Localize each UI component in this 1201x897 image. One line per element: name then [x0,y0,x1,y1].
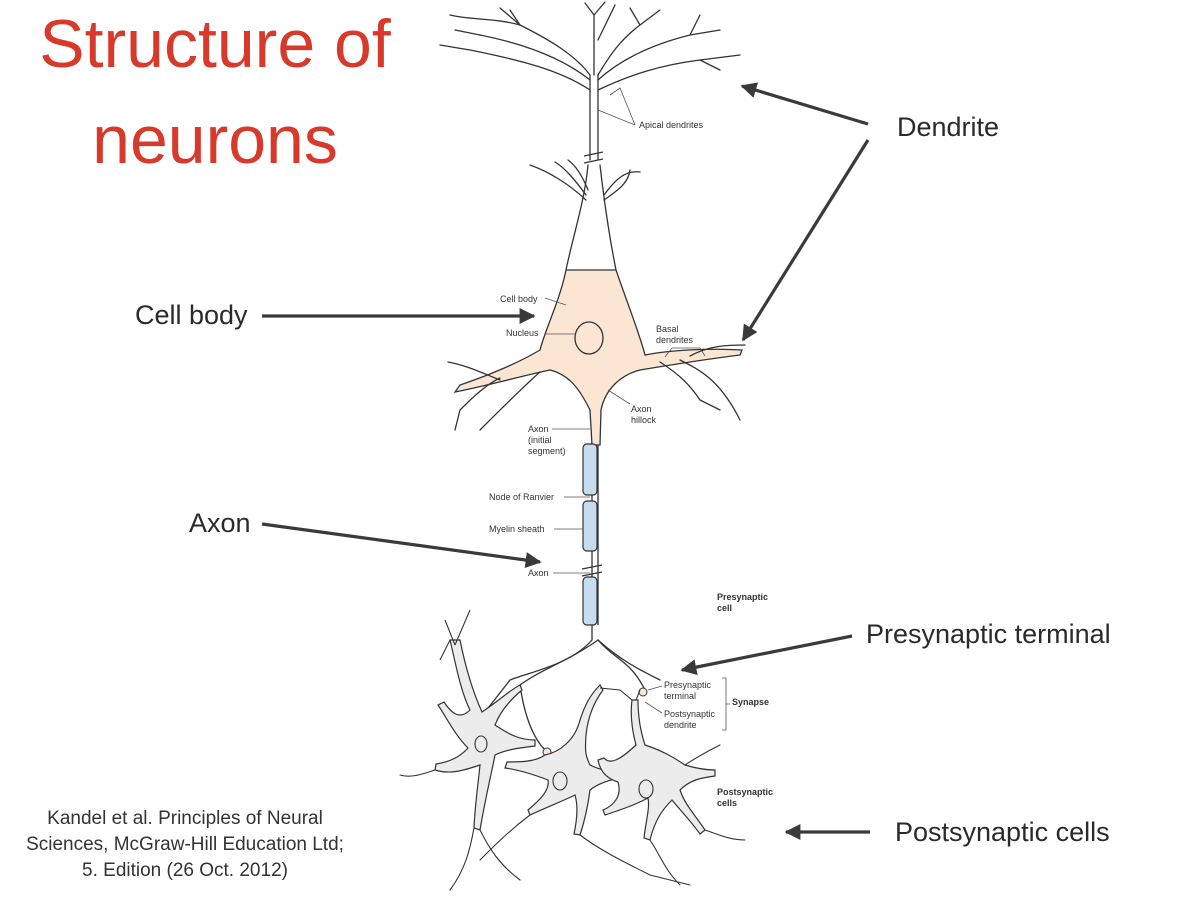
axon-hillock-annotation-1: Axon [631,404,652,414]
postsyn-dendrite-annotation-2: dendrite [664,720,697,730]
cell-body-leader [544,297,567,306]
basal-dendrites-leader [664,347,706,358]
citation-line-2: Sciences, McGraw-Hill Education Ltd; [26,834,344,855]
nucleus-annotation: Nucleus [506,328,539,338]
axon-initial-annotation-2: (initial [528,435,552,445]
presyn-terminal-leader [647,685,663,691]
postsyn-dendrite-leader [644,701,663,714]
pointer-arrows [261,82,870,840]
postsynaptic-cells-annotation-2: cells [717,798,737,808]
basal-dendrites [447,344,746,431]
apical-dendrites-annotation: Apical dendrites [639,120,704,130]
presyn-terminal-annotation-2: terminal [664,691,696,701]
presyn-terminal-annotation-1: Presynaptic [664,680,712,690]
nucleus [574,321,604,355]
presynaptic-terminal-label: Presynaptic terminal [866,619,1111,649]
axon-initial-annotation-1: Axon [528,424,549,434]
citation: Kandel et al. Principles of Neural Scien… [0,806,370,884]
apical-break-mark [583,151,604,164]
myelin-sheath-annotation: Myelin sheath [489,524,545,534]
dendrite-arrow-apical [740,82,869,126]
axon-hillock-leader [607,389,631,405]
postsynaptic-cell-1 [434,609,536,831]
axon-hillock-annotation-2: hillock [631,415,657,425]
slide-title-line-2: neurons [92,102,338,178]
myelin-sheath-segment-3 [582,576,598,626]
axon-label: Axon [189,508,251,538]
apical-dendrites [439,1,741,161]
myelin-sheath-segment-2 [582,500,598,552]
postsynaptic-cells-annotation-1: Postsynaptic [717,787,773,797]
basal-dendrites-annotation-2: dendrites [656,335,694,345]
citation-line-3: 5. Edition (26 Oct. 2012) [82,860,288,881]
axon-initial-annotation-3: segment) [528,446,566,456]
slide-title-line-1: Structure of [39,6,391,82]
dendrite-arrow-basal [741,139,870,342]
presynaptic-cell-annotation-2: cell [717,603,732,613]
postsynaptic-cells-label: Postsynaptic cells [895,817,1110,847]
axon-arrow [261,522,542,568]
synapse-bracket [722,677,730,731]
postsyn-dendrite-annotation-1: Postsynaptic [664,709,716,719]
synapse-annotation: Synapse [732,697,769,707]
basal-dendrites-annotation-1: Basal [656,324,679,334]
apical-dendrites-leader [597,87,636,126]
postsynaptic-cell-3 [597,687,716,841]
cell-body-label: Cell body [135,300,248,330]
presynaptic-terminal-arrow [680,634,853,676]
dendrite-label: Dendrite [897,112,1000,142]
axon-annotation: Axon [528,568,549,578]
node-of-ranvier-annotation: Node of Ranvier [489,492,554,502]
cell-body-soma [453,269,743,446]
presynaptic-cell-annotation-1: Presynaptic [717,592,768,602]
postsynaptic-dendrite-tangle [399,744,746,891]
presynaptic-bouton-3 [638,687,648,697]
myelin-sheath-segment-1 [582,443,598,496]
slide-title: Structure of neurons [0,0,430,188]
axon-break-mark [581,564,603,577]
cell-body-annotation: Cell body [500,294,538,304]
postsynaptic-cell-2 [504,684,626,836]
citation-line-1: Kandel et al. Principles of Neural [47,808,323,829]
proximal-dendrites [529,159,641,271]
